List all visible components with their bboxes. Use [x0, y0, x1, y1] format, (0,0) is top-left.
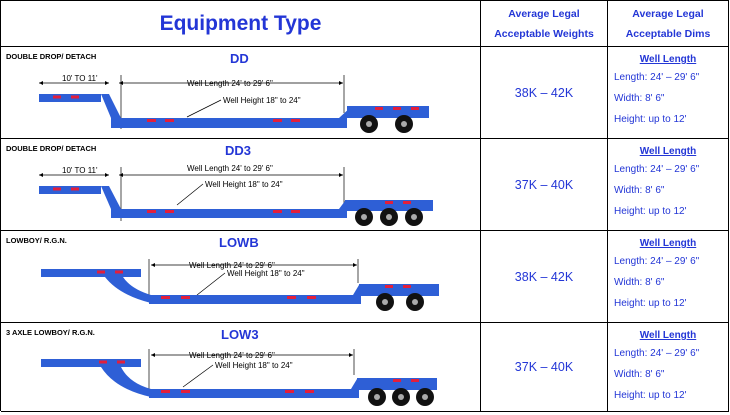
- dims-height: Height: up to 12': [614, 206, 687, 217]
- header-weights-line1: Average Legal: [508, 7, 580, 20]
- dims-width: Width: 8' 6": [614, 369, 665, 380]
- weight-value: 38K – 42K: [514, 85, 574, 100]
- dims-cell: Well Length Length: 24' – 29' 6" Width: …: [608, 47, 729, 139]
- weight-cell: 37K – 40K: [481, 323, 608, 412]
- dims-height: Height: up to 12': [614, 298, 687, 309]
- dims-length: Length: 24' – 29' 6": [614, 256, 700, 267]
- dims-length: Length: 24' – 29' 6": [614, 164, 700, 175]
- dims-cell: Well Length Length: 24' – 29' 6" Width: …: [608, 323, 729, 412]
- well-length-label: Well Length 24' to 29' 6": [189, 351, 275, 360]
- dims-length: Length: 24' – 29' 6": [614, 348, 700, 359]
- header-equipment-type-text: Equipment Type: [159, 11, 322, 35]
- dims-title: Well Length: [639, 146, 697, 157]
- three-axle-lowboy-trailer-diagram: Well Length 24' to 29' 6" Well Height 18…: [41, 349, 437, 406]
- row-code: LOW3: [221, 327, 259, 342]
- dims-width: Width: 8' 6": [614, 185, 665, 196]
- header-equipment-type: Equipment Type: [1, 1, 481, 47]
- weight-cell: 38K – 42K: [481, 231, 608, 323]
- dims-title: Well Length: [639, 330, 697, 341]
- dims-width: Width: 8' 6": [614, 93, 665, 104]
- lowboy-trailer-diagram: Well Length 24' to 29' 6" Well Height 18…: [41, 259, 439, 311]
- row-label: LOWBOY/ R.G.N.: [6, 236, 67, 245]
- header-dims: Average Legal Acceptable Dims: [608, 1, 729, 47]
- row-code: LOWB: [219, 235, 259, 250]
- weight-value: 38K – 42K: [514, 269, 574, 284]
- row-label: DOUBLE DROP/ DETACH: [6, 144, 97, 153]
- equipment-row-dd3: DOUBLE DROP/ DETACH DD3 10' TO 11' Well …: [1, 139, 481, 231]
- dims-cell: Well Length Length: 24' – 29' 6" Width: …: [608, 231, 729, 323]
- dims-height: Height: up to 12': [614, 390, 687, 401]
- row-code: DD3: [225, 143, 252, 158]
- equipment-row-lowb: LOWBOY/ R.G.N. LOWB Well Length 24' to 2…: [1, 231, 481, 323]
- double-drop-3-axle-trailer-diagram: 10' TO 11' Well Length 24' to 29' 6" Wel…: [39, 164, 433, 226]
- dims-cell: Well Length Length: 24' – 29' 6" Width: …: [608, 139, 729, 231]
- header-weights-line2: Acceptable Weights: [494, 27, 594, 40]
- deck-length-label: 10' TO 11': [62, 166, 98, 175]
- well-length-label: Well Length 24' to 29' 6": [189, 261, 275, 270]
- row-label: 3 AXLE LOWBOY/ R.G.N.: [6, 328, 95, 337]
- deck-length-label: 10' TO 11': [62, 74, 98, 83]
- well-length-label: Well Length 24' to 29' 6": [187, 164, 273, 173]
- dims-width: Width: 8' 6": [614, 277, 665, 288]
- well-height-label: Well Height 18" to 24": [227, 269, 305, 278]
- well-height-label: Well Height 18" to 24": [215, 361, 293, 370]
- equipment-row-low3: 3 AXLE LOWBOY/ R.G.N. LOW3 Well Length 2…: [1, 323, 481, 412]
- dims-length: Length: 24' – 29' 6": [614, 72, 700, 83]
- well-length-label: Well Length 24' to 29' 6": [187, 79, 273, 88]
- row-label: DOUBLE DROP/ DETACH: [6, 52, 97, 61]
- weight-value: 37K – 40K: [514, 177, 574, 192]
- dims-title: Well Length: [639, 238, 697, 249]
- weight-cell: 38K – 42K: [481, 47, 608, 139]
- dims-height: Height: up to 12': [614, 114, 687, 125]
- well-height-label: Well Height 18" to 24": [205, 180, 283, 189]
- header-dims-line2: Acceptable Dims: [625, 27, 711, 40]
- well-height-label: Well Height 18" to 24": [223, 96, 301, 105]
- row-code: DD: [230, 51, 249, 66]
- header-weights: Average Legal Acceptable Weights: [481, 1, 608, 47]
- weight-cell: 37K – 40K: [481, 139, 608, 231]
- weight-value: 37K – 40K: [514, 360, 574, 374]
- double-drop-trailer-diagram: 10' TO 11' Well Length 24' to 29' 6" Wel…: [39, 74, 429, 133]
- dims-title: Well Length: [639, 54, 697, 65]
- header-dims-line1: Average Legal: [632, 7, 704, 20]
- equipment-row-dd: DOUBLE DROP/ DETACH DD 10' TO 11' Well L…: [1, 47, 481, 139]
